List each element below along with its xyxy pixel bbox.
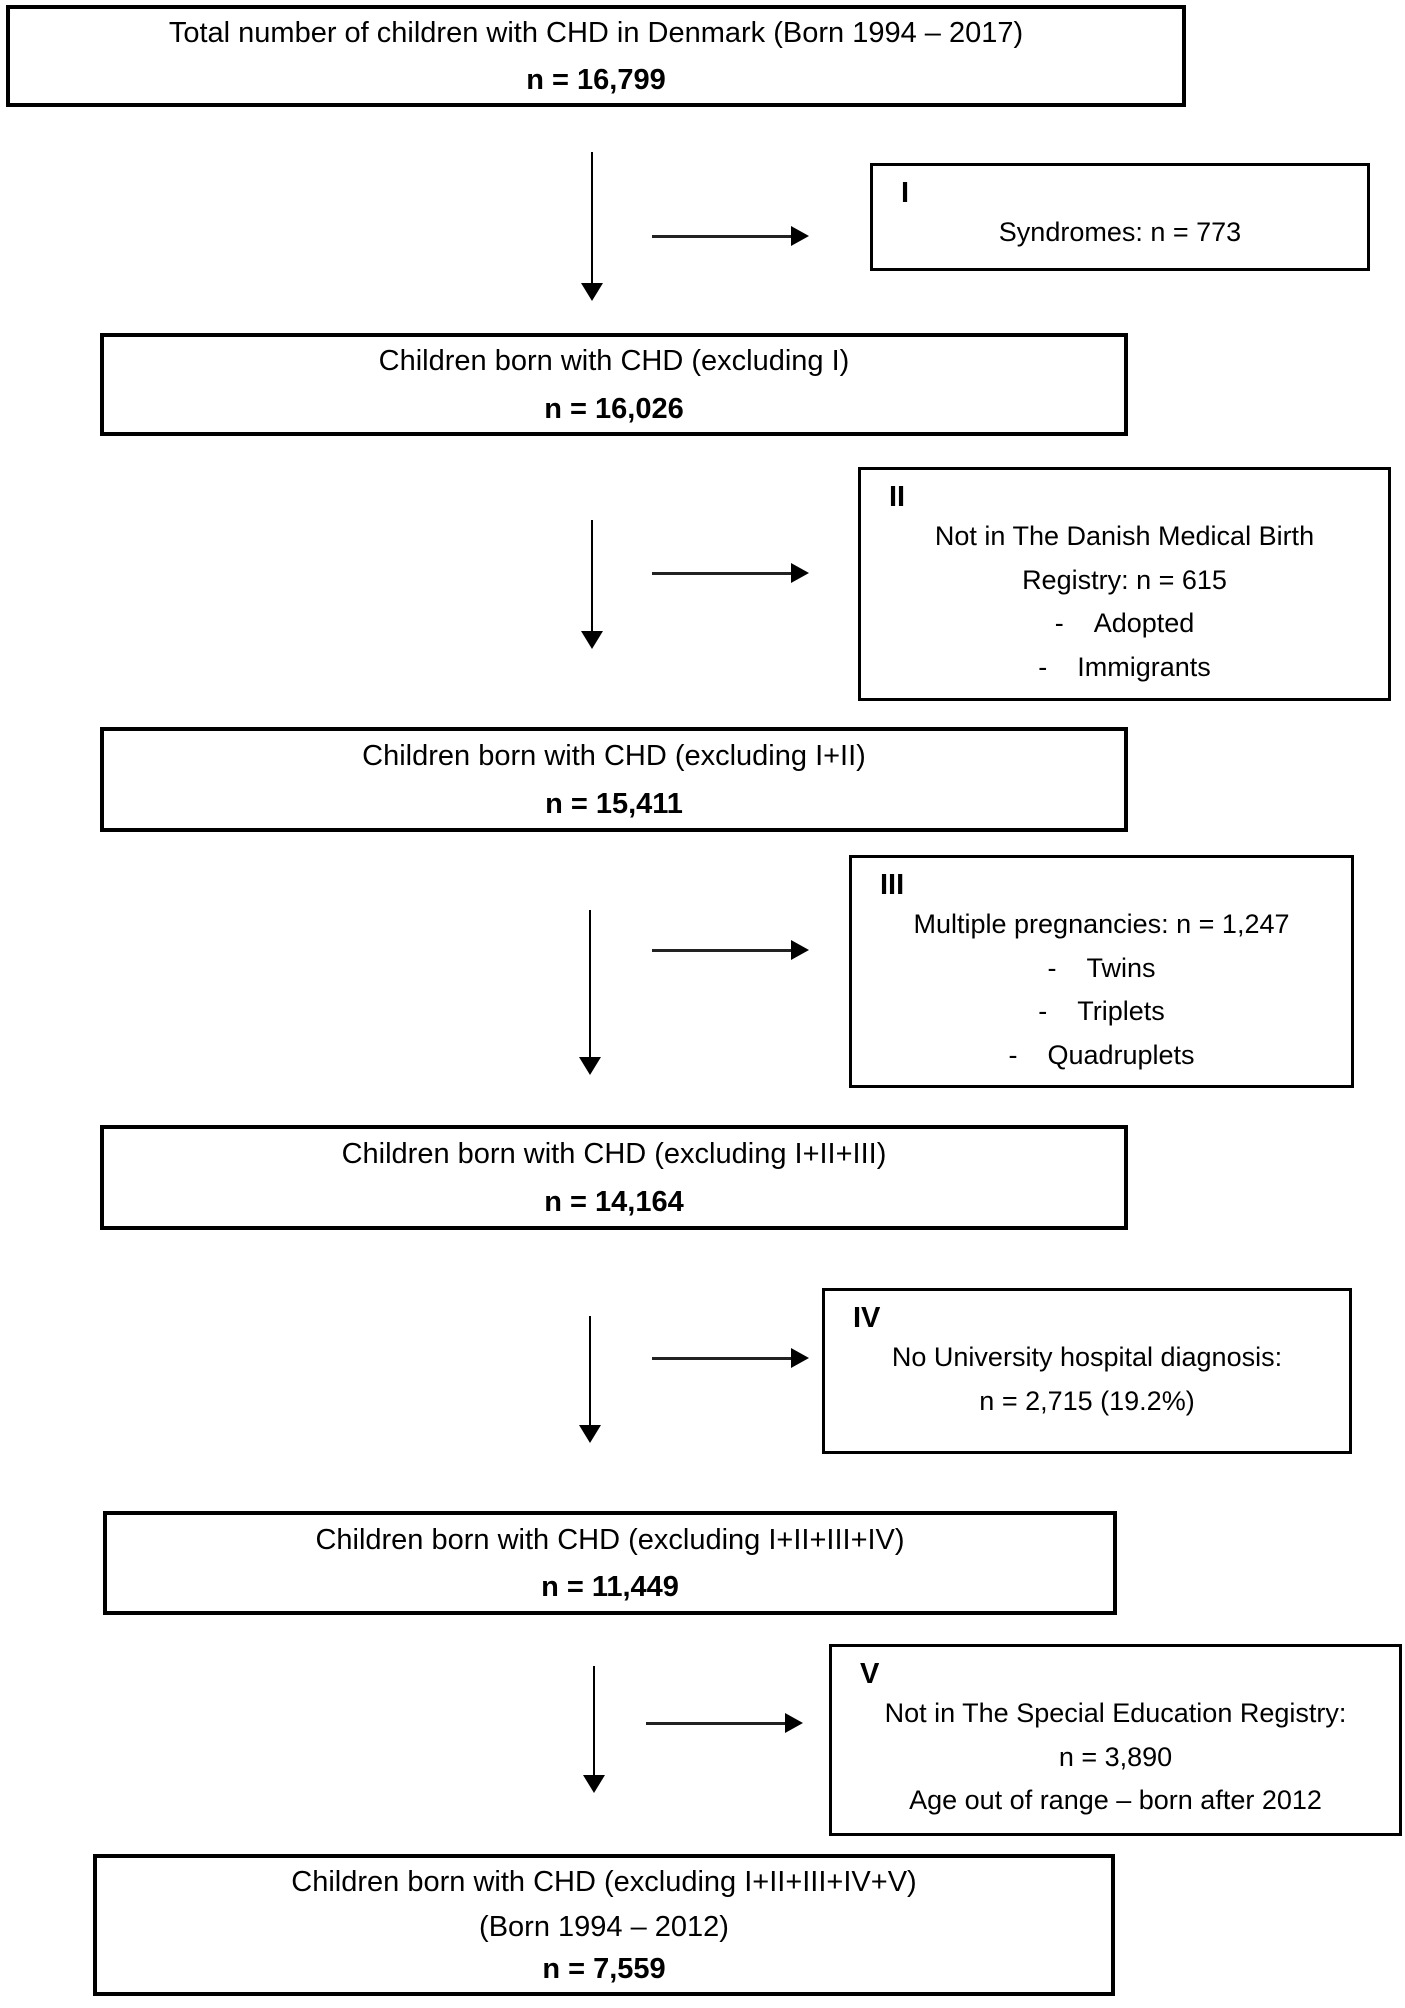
box-chd-excluding-i-ii-iii: Children born with CHD (excluding I+II+I… — [100, 1125, 1128, 1230]
exclusion-box-iv-no-university-diagnosis: IV No University hospital diagnosis: n =… — [822, 1288, 1352, 1454]
box-chd-excluding-i: Children born with CHD (excluding I) n =… — [100, 333, 1128, 436]
exclusion-box-v-not-in-special-education-registry: V Not in The Special Education Registry:… — [829, 1644, 1402, 1836]
box-count: n = 7,559 — [542, 1952, 666, 1985]
exclusion-numeral: V — [860, 1658, 880, 1690]
box-count: n = 15,411 — [545, 787, 683, 820]
exclusion-line: n = 3,890 — [1058, 1741, 1173, 1772]
right-arrow-4 — [652, 1348, 809, 1368]
exclusion-line: n = 2,715 (19.2%) — [979, 1385, 1195, 1416]
right-arrow-2 — [652, 563, 809, 583]
down-arrow-5 — [583, 1666, 605, 1793]
exclusion-numeral: IV — [853, 1302, 881, 1334]
exclusion-line: Registry: n = 615 — [1022, 564, 1227, 595]
right-arrow-1 — [652, 226, 809, 246]
box-title: Children born with CHD (excluding I+II+I… — [341, 1138, 887, 1171]
down-arrow-1 — [581, 152, 603, 301]
exclusion-line: - Immigrants — [1038, 652, 1211, 682]
down-arrow-4 — [579, 1316, 601, 1443]
box-count: n = 11,449 — [541, 1571, 679, 1604]
exclusion-box-i-syndromes: I Syndromes: n = 773 — [870, 163, 1370, 271]
exclusion-line: No University hospital diagnosis: — [891, 1341, 1283, 1372]
box-title: Children born with CHD (excluding I) — [378, 345, 850, 378]
box-count: n = 14,164 — [544, 1185, 684, 1218]
box-chd-excluding-i-ii-iii-iv: Children born with CHD (excluding I+II+I… — [103, 1511, 1117, 1615]
exclusion-numeral: I — [901, 177, 910, 209]
exclusion-line: Age out of range – born after 2012 — [909, 1785, 1322, 1816]
down-arrow-2 — [581, 520, 603, 649]
right-arrow-5 — [646, 1713, 803, 1733]
exclusion-box-ii-not-in-birth-registry: II Not in The Danish Medical Birth Regis… — [858, 467, 1391, 701]
right-arrow-3 — [652, 940, 809, 960]
box-total-chd: Total number of children with CHD in Den… — [6, 5, 1186, 107]
exclusion-numeral: II — [889, 481, 906, 513]
exclusion-line: Syndromes: n = 773 — [998, 216, 1242, 247]
box-chd-excluding-i-ii: Children born with CHD (excluding I+II) … — [100, 727, 1128, 832]
box-subtitle: (Born 1994 – 2012) — [479, 1910, 729, 1943]
exclusion-line: - Adopted — [1054, 608, 1195, 639]
box-chd-excluding-i-ii-iii-iv-v: Children born with CHD (excluding I+II+I… — [93, 1854, 1115, 1996]
exclusion-line: - Twins — [1047, 952, 1156, 983]
box-title: Children born with CHD (excluding I+II+I… — [291, 1866, 917, 1899]
box-count: n = 16,026 — [544, 392, 684, 425]
exclusion-line: - Quadruplets — [1008, 1040, 1195, 1070]
exclusion-numeral: III — [880, 869, 905, 901]
down-arrow-3 — [579, 910, 601, 1075]
exclusion-box-iii-multiple-pregnancies: III Multiple pregnancies: n = 1,247 - Tw… — [849, 855, 1354, 1088]
exclusion-line: Not in The Special Education Registry: — [884, 1697, 1347, 1728]
box-title: Children born with CHD (excluding I+II) — [362, 740, 866, 773]
exclusion-line: Not in The Danish Medical Birth — [934, 520, 1315, 551]
exclusion-line: - Triplets — [1038, 996, 1165, 1027]
box-title: Total number of children with CHD in Den… — [168, 16, 1024, 49]
exclusion-line: Multiple pregnancies: n = 1,247 — [913, 908, 1290, 939]
box-count: n = 16,799 — [526, 64, 666, 97]
box-title: Children born with CHD (excluding I+II+I… — [315, 1523, 905, 1556]
